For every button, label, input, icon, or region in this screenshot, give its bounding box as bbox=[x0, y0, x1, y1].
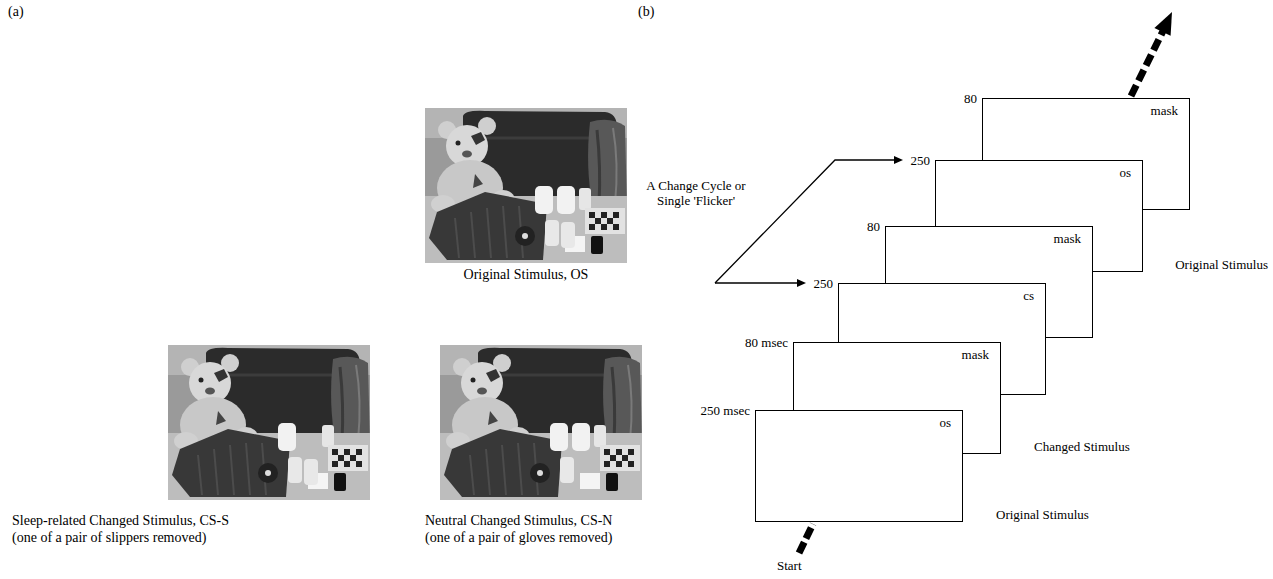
start-label: Start bbox=[777, 558, 802, 573]
continue-arrow bbox=[1131, 31, 1163, 96]
photo-neutral-changed bbox=[440, 345, 642, 500]
stimulus-note: (one of a pair of slippers removed) bbox=[12, 530, 206, 546]
display-frame: 250 msecos bbox=[755, 410, 963, 522]
frame-label: os bbox=[1119, 165, 1131, 180]
duration-label: 80 bbox=[867, 219, 880, 234]
stimulus-caption: Sleep-related Changed Stimulus, CS-S bbox=[12, 513, 229, 529]
arrowhead bbox=[797, 279, 806, 287]
photo-sleep-changed bbox=[168, 345, 370, 500]
photo-original bbox=[425, 108, 627, 263]
duration-label: 250 msec bbox=[701, 403, 750, 418]
duration-label: 80 bbox=[964, 91, 977, 106]
start-arrow bbox=[799, 524, 813, 553]
arrowhead bbox=[1154, 12, 1172, 36]
frame-role-label: Original Stimulus bbox=[1175, 257, 1268, 272]
panel-letter: (b) bbox=[638, 4, 654, 20]
frame-role-label: Changed Stimulus bbox=[1034, 439, 1130, 454]
frame-label: mask bbox=[1054, 231, 1081, 246]
frame-label: mask bbox=[962, 347, 989, 362]
frame-role-label: Original Stimulus bbox=[996, 507, 1089, 522]
duration-label: 250 bbox=[911, 153, 931, 168]
frame-label: os bbox=[939, 415, 951, 430]
stimulus-note: (one of a pair of gloves removed) bbox=[425, 530, 612, 546]
stimulus-caption: Original Stimulus, OS bbox=[464, 267, 589, 283]
stimulus-caption: Neutral Changed Stimulus, CS-N bbox=[425, 513, 612, 529]
cycle-label: A Change Cycle or Single 'Flicker' bbox=[640, 178, 752, 208]
panel-letter: (a) bbox=[8, 4, 24, 20]
arrowhead bbox=[894, 156, 903, 164]
duration-label: 80 msec bbox=[745, 335, 788, 350]
frame-label: mask bbox=[1151, 103, 1178, 118]
duration-label: 250 bbox=[814, 276, 834, 291]
frame-label: cs bbox=[1023, 288, 1034, 303]
